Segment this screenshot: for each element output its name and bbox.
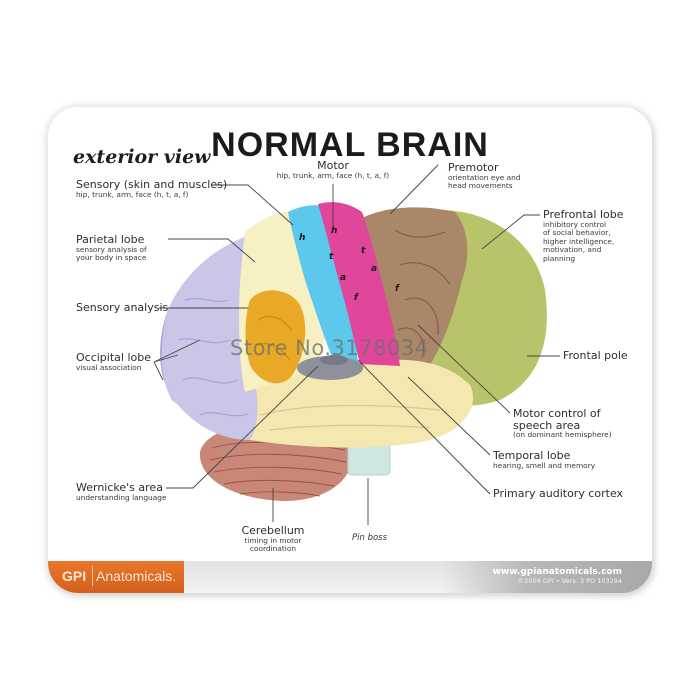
footer-band: GPI Anatomicals. www.gpianatomicals.com … xyxy=(48,561,652,593)
label-sensory: Sensory (skin and muscles) hip, trunk, a… xyxy=(76,179,227,199)
label-parietal-heading: Parietal lobe xyxy=(76,233,145,246)
label-speech-area: Motor control of speech area (on dominan… xyxy=(513,408,612,440)
sensory-strip-region xyxy=(288,205,358,365)
label-motor: Motor hip, trunk, arm, face (h, t, a, f) xyxy=(258,160,408,180)
footer-copyright: ©2004 GPI • Vers. 3 PO 103294 xyxy=(517,577,622,585)
label-pin-boss: Pin boss xyxy=(352,527,387,544)
label-frontal-pole: Frontal pole xyxy=(563,350,628,362)
watermark-text: Store No.3178034 xyxy=(230,336,429,360)
footer-info: www.gpianatomicals.com ©2004 GPI • Vers.… xyxy=(493,567,622,585)
label-parietal-sub1: sensory analysis of xyxy=(76,244,147,254)
label-temporal-heading: Temporal lobe xyxy=(493,449,571,462)
label-premotor-sub1: orientation eye and xyxy=(448,172,521,182)
label-speech-sub: (on dominant hemisphere) xyxy=(513,430,612,440)
label-prefrontal-heading: Prefrontal lobe xyxy=(543,208,624,221)
sensory-letter-a: a xyxy=(340,273,346,283)
label-wernicke-sub: understanding language xyxy=(76,492,167,502)
temporal-region xyxy=(225,359,474,448)
motor-letter-a: a xyxy=(371,264,377,274)
label-prefrontal-sub4: motivation, and xyxy=(543,245,602,255)
label-occipital: Occipital lobe visual association xyxy=(76,352,151,372)
premotor-region xyxy=(355,207,468,368)
label-wernicke-heading: Wernicke's area xyxy=(76,481,163,494)
label-premotor-heading: Premotor xyxy=(448,161,499,174)
label-pin-boss-heading: Pin boss xyxy=(352,533,388,543)
label-motor-heading: Motor xyxy=(317,159,349,172)
label-speech-heading2: speech area xyxy=(513,418,581,432)
brand-name: Anatomicals. xyxy=(96,568,177,584)
label-wernicke: Wernicke's area understanding language xyxy=(76,482,167,502)
label-prefrontal-sub5: planning xyxy=(543,253,576,263)
label-occipital-sub: visual association xyxy=(76,362,142,372)
label-parietal-sub2: your body in space xyxy=(76,253,147,263)
label-sensory-analysis-heading: Sensory analysis xyxy=(76,301,169,314)
label-auditory: Primary auditory cortex xyxy=(493,488,623,500)
label-sensory-sub: hip, trunk, arm, face (h, t, a, f) xyxy=(76,189,189,199)
label-premotor: Premotor orientation eye and head moveme… xyxy=(448,162,521,191)
motor-letter-t: t xyxy=(361,246,366,256)
label-cerebellum-heading: Cerebellum xyxy=(241,524,305,537)
motor-letter-f: f xyxy=(395,284,400,294)
label-cerebellum-sub2: coordination xyxy=(249,544,297,554)
label-prefrontal-sub2: of social behavior, xyxy=(543,228,611,238)
page-title: NORMAL BRAIN xyxy=(211,126,489,164)
label-sensory-analysis: Sensory analysis xyxy=(76,302,168,314)
label-temporal-sub: hearing, smell and memory xyxy=(493,460,596,470)
label-sensory-heading: Sensory (skin and muscles) xyxy=(76,178,228,191)
sensory-analysis-region xyxy=(245,290,306,384)
label-speech-heading1: Motor control of xyxy=(513,407,601,420)
label-premotor-sub2: head movements xyxy=(448,181,513,191)
label-motor-sub: hip, trunk, arm, face (h, t, a, f) xyxy=(276,170,390,180)
label-parietal: Parietal lobe sensory analysis of your b… xyxy=(76,234,147,263)
sensory-letter-h: h xyxy=(299,233,305,243)
label-cerebellum-sub1: timing in motor xyxy=(244,535,302,545)
label-occipital-heading: Occipital lobe xyxy=(76,351,151,364)
occipital-region xyxy=(160,235,258,440)
brand-separator xyxy=(92,566,93,586)
brand-logo: GPI Anatomicals. xyxy=(48,561,184,593)
sensory-letter-t: t xyxy=(329,252,334,262)
brand-gpi: GPI xyxy=(62,568,87,584)
label-cerebellum: Cerebellum timing in motor coordination xyxy=(228,525,318,554)
motor-strip-region xyxy=(318,202,400,366)
label-prefrontal: Prefrontal lobe inhibitory control of so… xyxy=(543,209,624,263)
label-auditory-heading: Primary auditory cortex xyxy=(493,487,624,500)
footer-url: www.gpianatomicals.com xyxy=(492,567,622,577)
label-prefrontal-sub3: higher intelligence, xyxy=(543,236,615,246)
label-temporal: Temporal lobe hearing, smell and memory xyxy=(493,450,595,470)
sensory-letter-f: f xyxy=(354,293,359,303)
page-subtitle: exterior view xyxy=(73,146,211,168)
footer-gray-panel xyxy=(442,561,652,593)
motor-letter-h: h xyxy=(331,226,337,236)
label-prefrontal-sub1: inhibitory control xyxy=(543,219,607,229)
label-frontal-pole-heading: Frontal pole xyxy=(563,349,628,362)
leader-lines xyxy=(153,164,560,525)
